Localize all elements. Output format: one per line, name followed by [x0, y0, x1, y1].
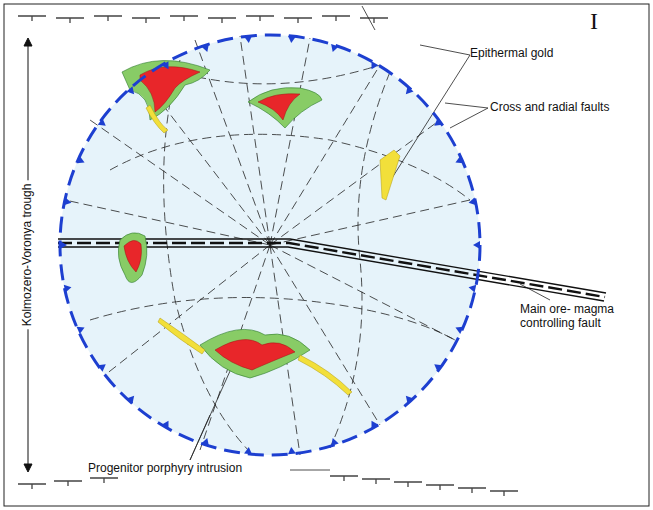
fault-symbol — [132, 18, 160, 23]
fault-symbol — [490, 491, 518, 496]
border-tick — [455, 327, 463, 334]
fault-symbol — [322, 16, 350, 21]
fault-symbol — [458, 488, 486, 493]
border-tick — [331, 438, 339, 446]
fault-symbol — [90, 478, 118, 483]
border-tick — [201, 44, 209, 52]
trough-label: Kolmozero-Voronya trough — [21, 181, 35, 330]
fault-symbol — [170, 16, 198, 21]
border-tick — [162, 421, 169, 429]
border-tick — [288, 447, 296, 454]
border-tick — [372, 61, 379, 69]
fault-symbol — [94, 16, 122, 21]
epithermal-gold-label: Epithermal gold — [470, 47, 553, 61]
border-tick — [434, 364, 442, 371]
border-tick — [64, 197, 72, 205]
fault-symbol — [394, 482, 422, 487]
faults-label: Cross and radial faults — [490, 101, 609, 115]
border-tick — [288, 36, 296, 43]
border-tick — [244, 447, 252, 454]
fault-symbol — [208, 18, 236, 23]
porphyry-intrusion-label: Progenitor porphyry intrusion — [88, 462, 242, 476]
fault-symbol — [362, 479, 390, 484]
fault-symbol — [18, 16, 46, 21]
fault-symbol — [426, 485, 454, 490]
border-tick — [127, 396, 135, 404]
fault-symbol — [56, 18, 84, 23]
border-tick — [77, 327, 85, 334]
fault-symbol — [18, 484, 46, 489]
fault-symbol — [54, 481, 82, 486]
border-tick — [244, 36, 252, 43]
border-tick — [60, 241, 67, 249]
border-tick — [201, 438, 209, 446]
border-tick — [473, 241, 480, 249]
border-tick — [98, 118, 106, 125]
border-tick — [372, 421, 379, 429]
fault-symbol — [284, 18, 312, 23]
fault-symbol — [246, 16, 274, 21]
border-tick — [98, 364, 106, 371]
fault-symbol — [330, 476, 358, 481]
border-tick — [434, 118, 442, 125]
border-tick — [406, 86, 414, 94]
border-tick — [64, 285, 72, 293]
border-tick — [127, 86, 135, 94]
border-tick — [455, 156, 463, 163]
main-fault-label: Main ore- magma controlling fault — [520, 303, 644, 331]
fault-symbol — [360, 18, 388, 23]
border-tick — [469, 285, 477, 293]
border-tick — [77, 156, 85, 163]
border-tick — [406, 396, 414, 404]
border-tick — [162, 61, 169, 69]
panel-number: I — [590, 8, 598, 36]
border-tick — [331, 44, 339, 52]
border-tick — [469, 197, 477, 205]
